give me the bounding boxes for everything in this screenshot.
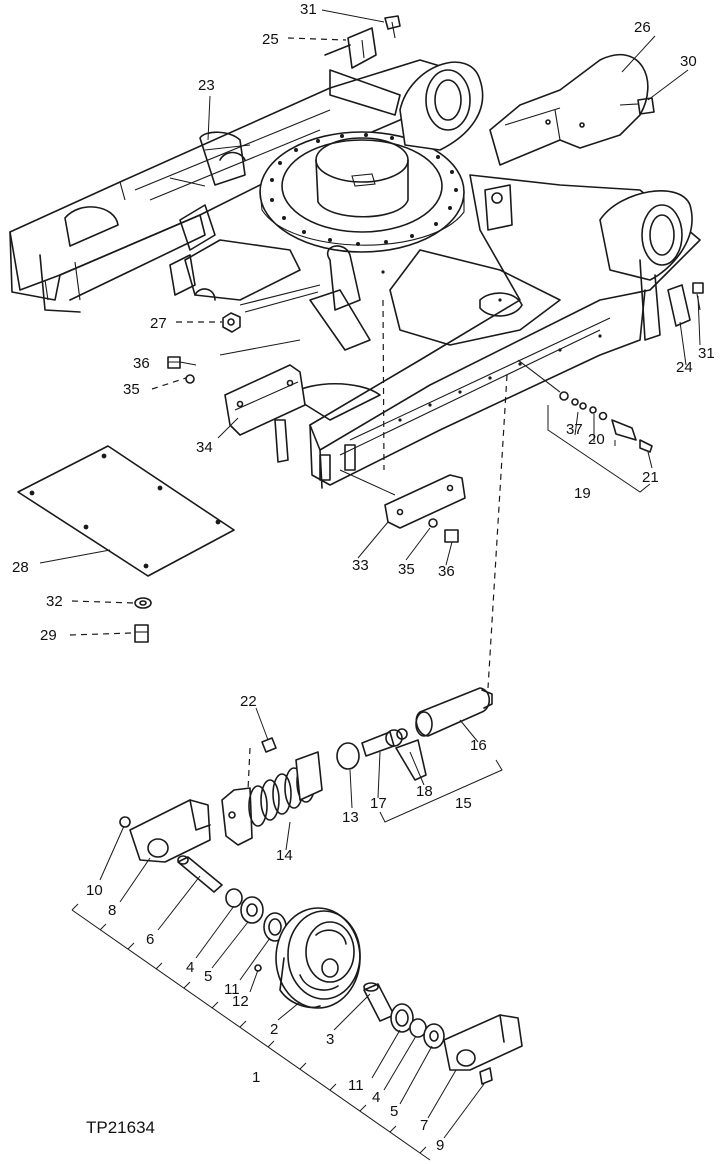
callout-7: 7 <box>420 1117 428 1134</box>
callout-11: 11 <box>348 1077 364 1094</box>
bushings-4-5-11-left <box>225 888 287 942</box>
spring-14 <box>221 747 323 846</box>
plate-24-bolt-31 <box>667 282 704 327</box>
bolt-36-35-upper <box>167 356 197 384</box>
yoke-7 <box>443 1014 523 1071</box>
grease-fitting-19 <box>517 359 653 453</box>
callout-2: 2 <box>270 1021 278 1038</box>
group-15-bracket <box>379 759 503 823</box>
callout-labels: 31 25 26 30 23 27 36 35 34 24 31 37 20 2… <box>12 1 715 1154</box>
bracket-25 <box>324 27 377 69</box>
callout-24: 24 <box>676 359 693 376</box>
callout-31: 31 <box>300 1 317 18</box>
pin-10 <box>119 816 131 828</box>
idler-wheel-2 <box>275 907 361 1009</box>
cover-plate-28 <box>17 445 235 577</box>
callout-37: 37 <box>566 421 583 438</box>
group-1-line <box>71 909 431 1161</box>
callout-13: 13 <box>342 809 359 826</box>
bolt-31-top <box>384 15 401 39</box>
callout-1: 1 <box>252 1069 260 1086</box>
callout-5: 5 <box>390 1103 398 1120</box>
nut-27 <box>222 312 241 333</box>
callout-25: 25 <box>262 31 279 48</box>
callout-9: 9 <box>436 1137 444 1154</box>
callout-32: 32 <box>46 593 63 610</box>
bolt-35-36-lower <box>428 518 459 543</box>
bushings-11-4-5-right <box>390 1003 445 1049</box>
callout-3: 3 <box>326 1031 334 1048</box>
callout-22: 22 <box>240 693 257 710</box>
callout-14: 14 <box>276 847 293 864</box>
callout-29: 29 <box>40 627 57 644</box>
callout-33: 33 <box>352 557 369 574</box>
callout-35: 35 <box>398 561 415 578</box>
grease-fitting-22 <box>261 737 277 753</box>
callout-4: 4 <box>186 959 194 976</box>
callout-12: 12 <box>232 993 249 1010</box>
callout-36: 36 <box>438 563 455 580</box>
pin-9 <box>479 1067 493 1085</box>
guard-26 <box>489 53 649 166</box>
callout-4: 4 <box>372 1089 380 1106</box>
bolt-29 <box>134 624 149 643</box>
callout-23: 23 <box>198 77 215 94</box>
callout-18: 18 <box>416 783 433 800</box>
sleeve-3 <box>363 982 395 1022</box>
callout-34: 34 <box>196 439 213 456</box>
grease-cylinder-16 <box>415 687 493 737</box>
bracket-34 <box>224 364 306 436</box>
bolt-30 <box>619 97 655 115</box>
leader-lines <box>39 9 701 1139</box>
callout-21: 21 <box>642 469 659 486</box>
callout-19: 19 <box>574 485 591 502</box>
callout-31: 31 <box>698 345 715 362</box>
yoke-8 <box>129 799 211 863</box>
callout-16: 16 <box>470 737 487 754</box>
callout-20: 20 <box>588 431 605 448</box>
callout-11: 11 <box>224 981 240 998</box>
callout-36: 36 <box>133 355 150 372</box>
piston-17-18 <box>361 728 427 781</box>
bracket-19-line <box>547 405 651 493</box>
callout-5: 5 <box>204 968 212 985</box>
callout-8: 8 <box>108 902 116 919</box>
callout-15: 15 <box>455 795 472 812</box>
cap-13 <box>336 742 360 770</box>
callout-17: 17 <box>370 795 387 812</box>
callout-6: 6 <box>146 931 154 948</box>
bracket-33 <box>339 469 466 529</box>
track-frame <box>9 59 701 489</box>
callout-28: 28 <box>12 559 29 576</box>
callout-35: 35 <box>123 381 140 398</box>
callout-27: 27 <box>150 315 167 332</box>
shaft-6 <box>177 855 223 893</box>
group-1-ticks <box>71 903 427 1154</box>
washer-32 <box>134 597 152 609</box>
callout-30: 30 <box>680 53 697 70</box>
figure-reference: TP21634 <box>86 1118 155 1137</box>
callout-26: 26 <box>634 19 651 36</box>
callout-10: 10 <box>86 882 103 899</box>
